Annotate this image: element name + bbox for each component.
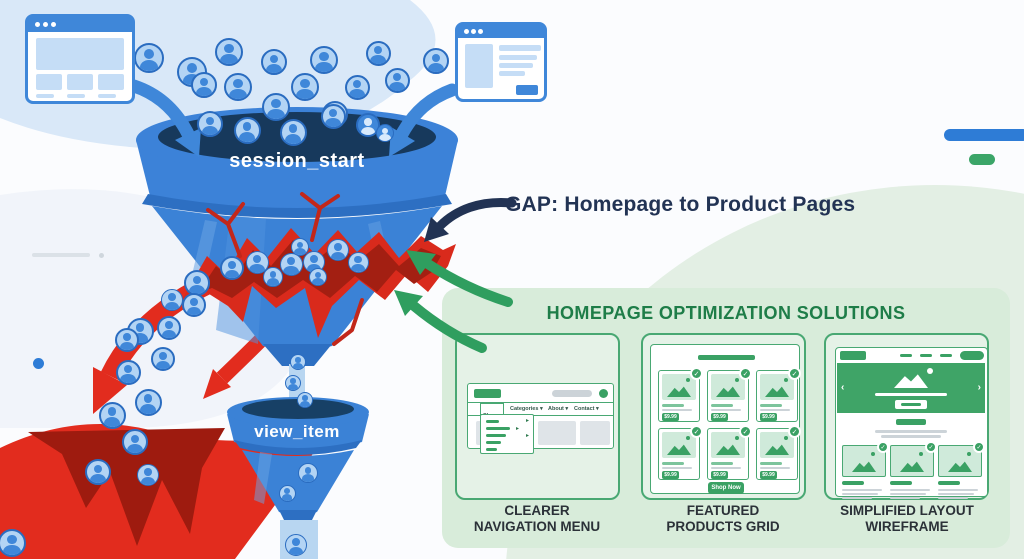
product-image-placeholder bbox=[760, 432, 794, 458]
price-tag: $9.99 bbox=[711, 413, 728, 421]
inflow-arrow-right bbox=[389, 83, 459, 157]
card-label-products-grid: FEATURED PRODUCTS GRID bbox=[666, 503, 780, 534]
solutions-panel: HOMEPAGE OPTIMIZATION SOLUTIONS Shop ▾ C… bbox=[442, 288, 1010, 548]
product-tile: ✓ $9.99 bbox=[756, 425, 801, 480]
shop-now-button: Shop Now bbox=[708, 482, 744, 494]
carousel-prev-icon: ‹ bbox=[841, 382, 845, 393]
submenu-caret-icon: ▸ bbox=[525, 418, 529, 424]
layout-tile: ✓ bbox=[938, 441, 985, 501]
wire-logo bbox=[840, 351, 866, 360]
wire-heading bbox=[698, 355, 755, 360]
wire-searchbar bbox=[552, 390, 592, 397]
wire-header-button bbox=[960, 351, 984, 360]
decorative-blue-bar bbox=[944, 129, 1024, 141]
wire-section-heading bbox=[896, 419, 926, 425]
product-tile: ✓ $9.99 bbox=[756, 367, 801, 422]
grid-wireframe: ✓ $9.99 ✓ $9.99 ✓ $9.99 ✓ $9.99 bbox=[650, 344, 801, 494]
product-tile: ✓ $9.99 bbox=[658, 425, 703, 480]
price-tag: $9.99 bbox=[662, 471, 679, 479]
product-image-placeholder bbox=[760, 374, 794, 400]
price-tag: $9.99 bbox=[711, 471, 728, 479]
card-label-navigation: CLEARER NAVIGATION MENU bbox=[473, 503, 601, 534]
solutions-panel-title: HOMEPAGE OPTIMIZATION SOLUTIONS bbox=[546, 303, 906, 323]
browser-titlebar bbox=[458, 25, 544, 38]
check-icon: ✓ bbox=[877, 441, 889, 453]
carousel-next-icon: › bbox=[977, 382, 981, 393]
leak-pit bbox=[28, 428, 225, 546]
hero-image-placeholder bbox=[894, 374, 928, 388]
price-tag: $9.99 bbox=[760, 413, 777, 421]
product-tile: ✓ $9.99 bbox=[658, 367, 703, 422]
card-label-simplified-layout: SIMPLIFIED LAYOUT WIREFRAME bbox=[840, 503, 974, 534]
product-image-placeholder bbox=[662, 374, 696, 400]
nav-wireframe: Shop ▾ Categories ▾ About ▾ Contact ▾ ▸ bbox=[467, 383, 614, 454]
funnel2-mouth bbox=[242, 399, 354, 419]
inflow-arrow-left bbox=[127, 79, 201, 157]
layout-wireframe: ‹ › ✓ bbox=[835, 347, 988, 499]
decorative-gray-dash bbox=[32, 253, 90, 257]
decorative-green-pill bbox=[969, 154, 995, 165]
check-icon: ✓ bbox=[690, 367, 703, 380]
check-icon: ✓ bbox=[739, 425, 752, 438]
funnel-stage2-label: view_item bbox=[254, 422, 340, 441]
funnel-stream-bottom bbox=[280, 520, 318, 559]
solution-card-simplified-layout: ‹ › ✓ bbox=[824, 333, 989, 500]
gap-callout: GAP: Homepage to Product Pages bbox=[505, 193, 856, 216]
browser-window-icon bbox=[455, 22, 547, 102]
decorative-gray-dot bbox=[99, 253, 104, 258]
wire-hero: ‹ › bbox=[837, 363, 985, 413]
nav-dropdown-menu: ▸ ▸ ▸ bbox=[480, 414, 534, 454]
nav-item-contact: Contact ▾ bbox=[574, 406, 599, 412]
check-icon: ✓ bbox=[739, 367, 752, 380]
solution-card-navigation: Shop ▾ Categories ▾ About ▾ Contact ▾ ▸ bbox=[455, 333, 620, 500]
nav-item-about: About ▾ bbox=[548, 406, 569, 412]
price-tag: $9.99 bbox=[662, 413, 679, 421]
product-tile: ✓ $9.99 bbox=[707, 367, 752, 422]
funnel-stage1-label: session_start bbox=[229, 150, 365, 172]
layout-tile: ✓ bbox=[890, 441, 937, 501]
solution-card-products-grid: ✓ $9.99 ✓ $9.99 ✓ $9.99 ✓ $9.99 bbox=[641, 333, 806, 500]
browser-titlebar bbox=[28, 17, 132, 32]
wire-logo bbox=[474, 389, 501, 398]
check-icon: ✓ bbox=[925, 441, 937, 453]
check-icon: ✓ bbox=[690, 425, 703, 438]
nav-item-categories: Categories ▾ bbox=[510, 406, 543, 412]
browser-window-icon bbox=[25, 14, 135, 104]
product-image-placeholder bbox=[711, 432, 745, 458]
browser-cta-button bbox=[516, 85, 538, 95]
decorative-blue-dot bbox=[33, 358, 44, 369]
product-tile: ✓ $9.99 bbox=[707, 425, 752, 480]
check-icon: ✓ bbox=[788, 425, 801, 438]
check-icon: ✓ bbox=[973, 441, 985, 453]
wire-avatar bbox=[599, 389, 608, 398]
price-tag: $9.99 bbox=[760, 471, 777, 479]
product-image-placeholder bbox=[890, 445, 934, 477]
check-icon: ✓ bbox=[788, 367, 801, 380]
submenu-caret-icon: ▸ bbox=[525, 433, 529, 439]
product-image-placeholder bbox=[662, 432, 696, 458]
hero-cta-button bbox=[895, 400, 927, 409]
submenu-caret-icon: ▸ bbox=[515, 426, 519, 432]
layout-tile: ✓ bbox=[842, 441, 889, 501]
product-image-placeholder bbox=[711, 374, 745, 400]
